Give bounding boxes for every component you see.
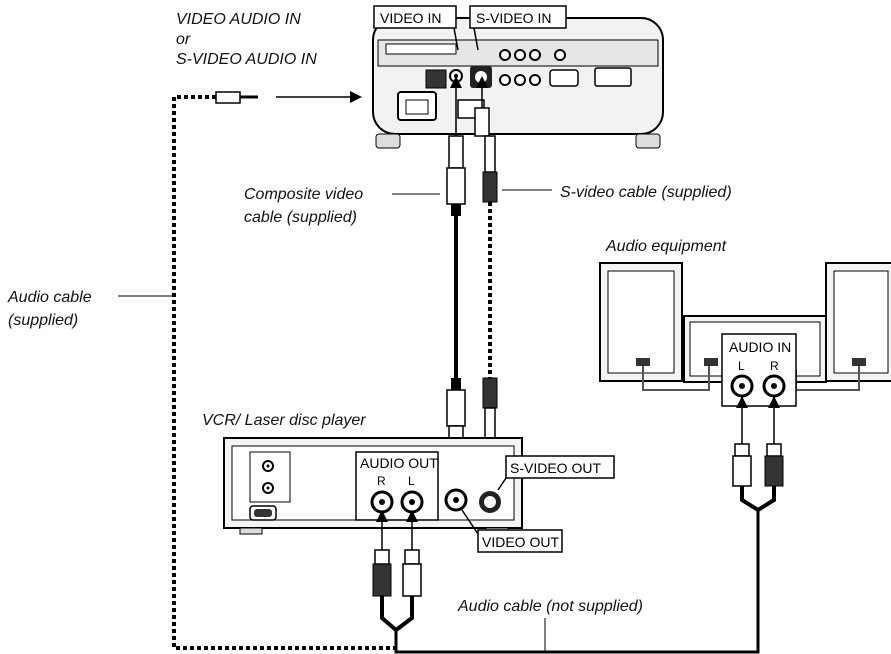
video-in-box xyxy=(373,5,457,29)
audio-in-r-label: R xyxy=(770,359,779,373)
s-video-out-label: S-VIDEO OUT xyxy=(510,460,601,476)
video-out-box xyxy=(477,529,563,553)
video-in-label: VIDEO IN xyxy=(380,10,441,26)
s-video-cable-label: S-video cable (supplied) xyxy=(560,184,732,201)
s-video-out-box xyxy=(505,455,615,479)
composite-cable-label-2: cable (supplied) xyxy=(244,209,357,226)
audio-equipment xyxy=(599,262,891,407)
video-audio-in-label: VIDEO AUDIO IN xyxy=(176,11,301,28)
or-label: or xyxy=(176,31,191,48)
audio-out-l-label: L xyxy=(408,474,415,488)
audio-cable-not-supplied xyxy=(372,396,784,654)
audio-cable-label-2: (supplied) xyxy=(8,312,78,329)
audio-out-label: AUDIO OUT xyxy=(360,455,438,471)
video-out-label: VIDEO OUT xyxy=(482,534,559,550)
composite-cable-label-1: Composite video xyxy=(244,186,363,203)
projector xyxy=(372,17,664,149)
composite-video-cable xyxy=(446,76,466,480)
s-video-in-box xyxy=(469,5,567,29)
audio-in-l-label: L xyxy=(738,359,745,373)
audio-not-supplied-label: Audio cable (not supplied) xyxy=(457,598,643,615)
s-video-cable xyxy=(474,76,498,482)
s-video-in-label: S-VIDEO IN xyxy=(476,10,551,26)
s-video-audio-in-label: S-VIDEO AUDIO IN xyxy=(176,51,317,68)
audio-cable-label-1: Audio cable xyxy=(7,289,92,306)
audio-equipment-label: Audio equipment xyxy=(605,238,727,255)
audio-cable-supplied xyxy=(172,91,396,650)
audio-out-r-label: R xyxy=(377,474,386,488)
vcr xyxy=(223,437,523,535)
vcr-label: VCR/ Laser disc player xyxy=(202,412,366,429)
audio-in-label: AUDIO IN xyxy=(729,339,791,355)
